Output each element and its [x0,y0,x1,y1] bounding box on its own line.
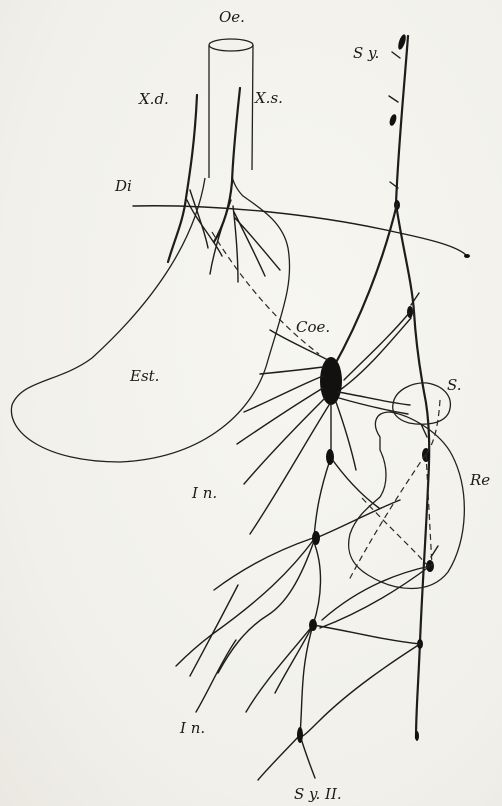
label-sympathetic-ii: S y. II. [294,785,342,803]
label-intestine-lower: I n. [179,719,205,737]
label-suprarenal: S. [447,376,462,394]
label-diaphragm: Di [114,177,132,195]
label-kidney: Re [469,471,490,489]
label-stomach: Est. [129,367,159,385]
label-oesophagus: Oe. [219,8,245,26]
label-vagus-right: X.d. [138,90,169,108]
label-coeliac: Coe. [296,318,330,336]
label-vagus-left: X.s. [254,89,283,107]
label-intestine-upper: I n. [191,484,217,502]
label-sympathetic: S y. [353,44,379,62]
